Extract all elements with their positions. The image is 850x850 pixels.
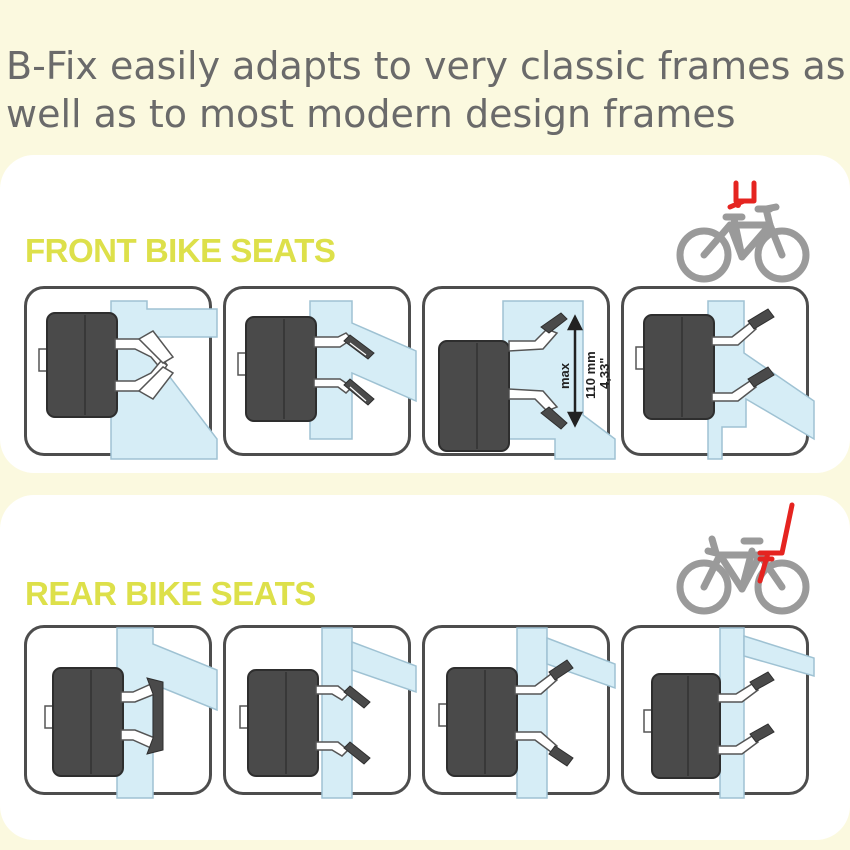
headline-line-2: well as to most modern design frames bbox=[6, 92, 736, 136]
front-frame-diagram-3: max 110 mm 4,33" bbox=[438, 300, 616, 460]
rear-frame-diagram-3 bbox=[438, 627, 616, 799]
rear-frame-diagram-4 bbox=[643, 627, 815, 799]
front-bike-seats-panel: FRONT BIKE SEATS bbox=[0, 155, 850, 473]
bike-rear-seat-icon bbox=[676, 502, 810, 615]
measure-max-label: max bbox=[557, 362, 572, 389]
rear-frame-diagram-1 bbox=[44, 627, 218, 799]
rear-frame-tile-1 bbox=[24, 625, 218, 799]
headline: B-Fix easily adapts to very classic fram… bbox=[6, 42, 846, 138]
rear-bike-seats-panel: REAR BIKE SEATS bbox=[0, 495, 850, 840]
front-frame-diagram-1 bbox=[38, 300, 218, 460]
front-frame-diagram-4 bbox=[635, 300, 815, 460]
rear-section-title: REAR BIKE SEATS bbox=[25, 575, 316, 612]
rear-frame-tile-2 bbox=[223, 625, 417, 799]
front-section-title: FRONT BIKE SEATS bbox=[25, 232, 336, 269]
headline-line-1: B-Fix easily adapts to very classic fram… bbox=[6, 44, 846, 88]
front-frame-diagram-2 bbox=[237, 300, 417, 440]
rear-frame-tile-4 bbox=[621, 625, 815, 799]
measure-mm-label: 110 mm bbox=[583, 351, 598, 399]
bike-front-seat-icon bbox=[676, 180, 810, 283]
front-frame-tile-3: max 110 mm 4,33" bbox=[422, 286, 616, 460]
rear-frame-tile-3 bbox=[422, 625, 616, 799]
front-frame-tile-1 bbox=[24, 286, 218, 460]
rear-frame-diagram-2 bbox=[239, 627, 417, 799]
measure-inch-label: 4,33" bbox=[597, 358, 612, 389]
front-frame-tile-4 bbox=[621, 286, 815, 460]
front-frame-tile-2 bbox=[223, 286, 417, 456]
